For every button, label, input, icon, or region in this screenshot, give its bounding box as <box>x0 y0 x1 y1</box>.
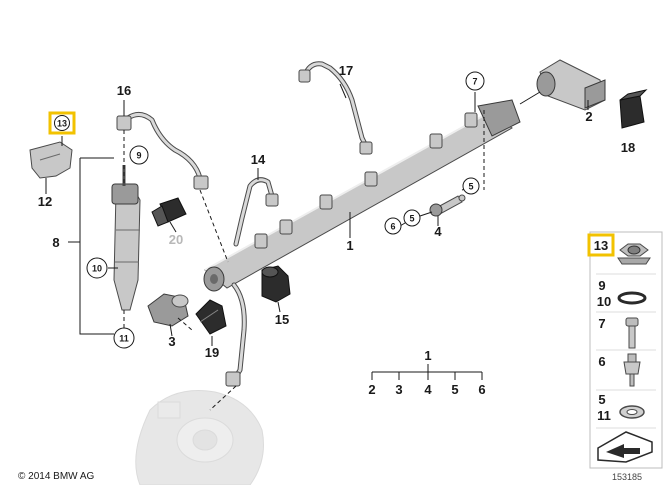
label-13: 13 <box>57 119 67 129</box>
high-pressure-pump-ghost <box>135 389 264 485</box>
circled-label-5a[interactable]: 5 <box>462 177 480 195</box>
fuel-line-part-14[interactable] <box>233 177 279 247</box>
circled-label-9[interactable]: 9 <box>129 145 149 165</box>
copyright-text: © 2014 BMW AG <box>18 471 95 482</box>
assembly-tree: 1 2 3 4 5 6 <box>368 348 485 397</box>
label-18[interactable]: 18 <box>621 140 635 155</box>
fuel-rail-part-1[interactable] <box>203 99 521 292</box>
side-label-13: 13 <box>594 238 608 253</box>
label-5: 5 <box>409 214 414 224</box>
direction-arrow-icon <box>597 431 653 463</box>
assembly-lines <box>123 110 485 411</box>
tree-root-label[interactable]: 1 <box>424 348 431 363</box>
side-label-6: 6 <box>598 354 605 369</box>
side-label-11: 11 <box>597 408 611 423</box>
label-15[interactable]: 15 <box>275 312 289 327</box>
pressure-sensor-part-2[interactable] <box>519 59 606 111</box>
label-8[interactable]: 8 <box>52 235 59 250</box>
side-panel: 13 9 10 7 6 5 11 <box>587 231 663 469</box>
circled-label-7[interactable]: 7 <box>465 71 485 91</box>
side-item-5-11[interactable]: 5 11 <box>597 392 645 423</box>
connector-part-18[interactable] <box>619 89 648 129</box>
clamp-bracket-part-12[interactable] <box>29 141 73 179</box>
circled-label-10[interactable]: 10 <box>86 257 108 279</box>
circled-label-5b[interactable]: 5 <box>403 209 421 227</box>
screw-part-4[interactable] <box>429 194 466 217</box>
tree-child-label[interactable]: 2 <box>368 382 375 397</box>
tree-child-label[interactable]: 4 <box>424 382 432 397</box>
side-label-5: 5 <box>598 392 605 407</box>
sensor-part-3[interactable] <box>147 293 189 327</box>
label-4[interactable]: 4 <box>434 224 442 239</box>
label-11: 11 <box>119 334 129 344</box>
injector-part-8[interactable] <box>111 165 141 311</box>
label-5: 5 <box>468 182 473 192</box>
connector-part-20[interactable] <box>151 197 187 227</box>
side-label-7: 7 <box>598 316 605 331</box>
circled-label-6[interactable]: 6 <box>384 217 402 235</box>
label-6: 6 <box>390 222 395 232</box>
label-17[interactable]: 17 <box>339 63 353 78</box>
label-7: 7 <box>472 77 477 87</box>
fuel-line-part-17[interactable] <box>298 61 373 155</box>
side-item-13[interactable]: 13 <box>587 233 651 265</box>
tree-child-label[interactable]: 3 <box>395 382 402 397</box>
side-item-9-10[interactable]: 9 10 <box>597 278 647 309</box>
label-10: 10 <box>92 264 102 274</box>
connector-part-19[interactable] <box>195 299 227 335</box>
side-label-9: 9 <box>598 278 605 293</box>
label-2[interactable]: 2 <box>585 109 592 124</box>
side-item-6[interactable]: 6 <box>598 353 641 387</box>
label-19[interactable]: 19 <box>205 345 219 360</box>
tree-child-label[interactable]: 5 <box>451 382 458 397</box>
label-14[interactable]: 14 <box>251 152 266 167</box>
tree-child-label[interactable]: 6 <box>478 382 485 397</box>
label-20[interactable]: 20 <box>169 232 183 247</box>
side-label-10: 10 <box>597 294 611 309</box>
diagram-number: 153185 <box>612 472 642 482</box>
label-13-highlighted[interactable]: 13 <box>48 111 76 135</box>
circled-label-11[interactable]: 11 <box>113 327 135 349</box>
side-item-7[interactable]: 7 <box>598 316 639 349</box>
part-labels: 16 17 2 18 14 12 8 20 1 4 15 3 19 <box>38 63 635 360</box>
label-1[interactable]: 1 <box>346 238 353 253</box>
label-9: 9 <box>136 151 141 161</box>
feed-line-to-pump[interactable] <box>225 282 247 387</box>
holder-part-15[interactable] <box>261 265 291 303</box>
label-12[interactable]: 12 <box>38 194 52 209</box>
label-16[interactable]: 16 <box>117 83 131 98</box>
label-3[interactable]: 3 <box>168 334 175 349</box>
